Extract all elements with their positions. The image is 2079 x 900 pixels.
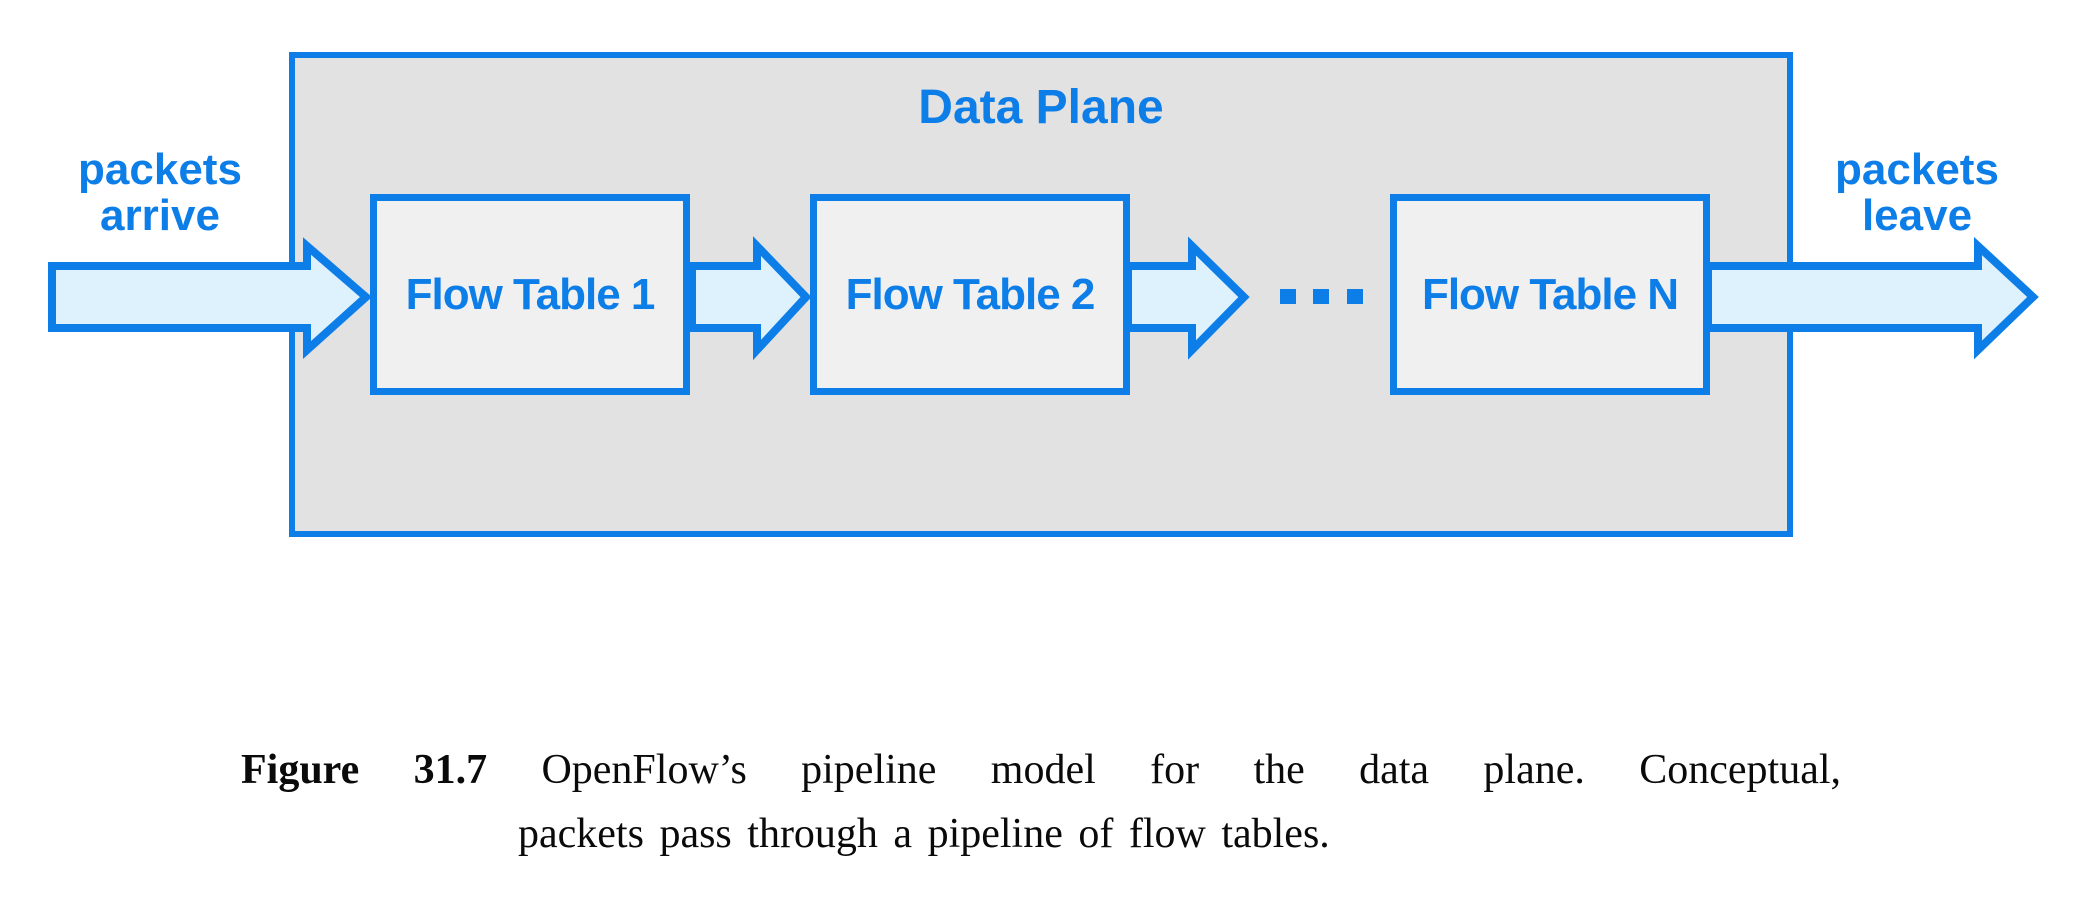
figure-caption: Figure 31.7 OpenFlow’s pipeline model fo… (241, 738, 1841, 866)
flow-table-1-label: Flow Table 1 (405, 269, 656, 319)
flow-table-n-box: Flow Table N (1390, 194, 1710, 395)
flow-table-n-label: Flow Table N (1421, 269, 1679, 319)
ellipsis-dot (1313, 289, 1329, 304)
caption-line-2: packets pass through a pipeline of flow … (518, 811, 1330, 857)
figure-number-label: Figure 31.7 (241, 747, 488, 793)
openflow-pipeline-diagram: Data Plane packets arrive packets leave … (38, 52, 2039, 537)
caption-line-1: Figure 31.7 OpenFlow’s pipeline model fo… (241, 738, 1841, 802)
packets-arrive-line1: packets (78, 145, 242, 194)
packets-leave-line1: packets (1835, 145, 1999, 194)
arrow-ft1-to-ft2 (688, 236, 812, 361)
packets-arrive-arrow (48, 237, 373, 359)
ellipsis-dots (1280, 289, 1363, 304)
packets-arrive-line2: arrive (100, 191, 220, 240)
packets-leave-arrow (1704, 236, 2039, 360)
ellipsis-dot (1347, 289, 1363, 304)
flow-table-1-box: Flow Table 1 (370, 194, 690, 395)
data-plane-title: Data Plane (918, 81, 1164, 134)
caption-line-1-text: OpenFlow’s pipeline model for the data p… (541, 747, 1842, 793)
packets-leave-label: packets leave (1795, 147, 2039, 239)
ellipsis-dot (1280, 289, 1296, 304)
packets-leave-line2: leave (1861, 191, 1973, 240)
flow-table-2-label: Flow Table 2 (845, 269, 1096, 319)
flow-arrows-layer (48, 236, 2039, 361)
arrow-ft2-to-ellipsis (1124, 236, 1250, 360)
packets-arrive-label: packets arrive (38, 147, 282, 239)
